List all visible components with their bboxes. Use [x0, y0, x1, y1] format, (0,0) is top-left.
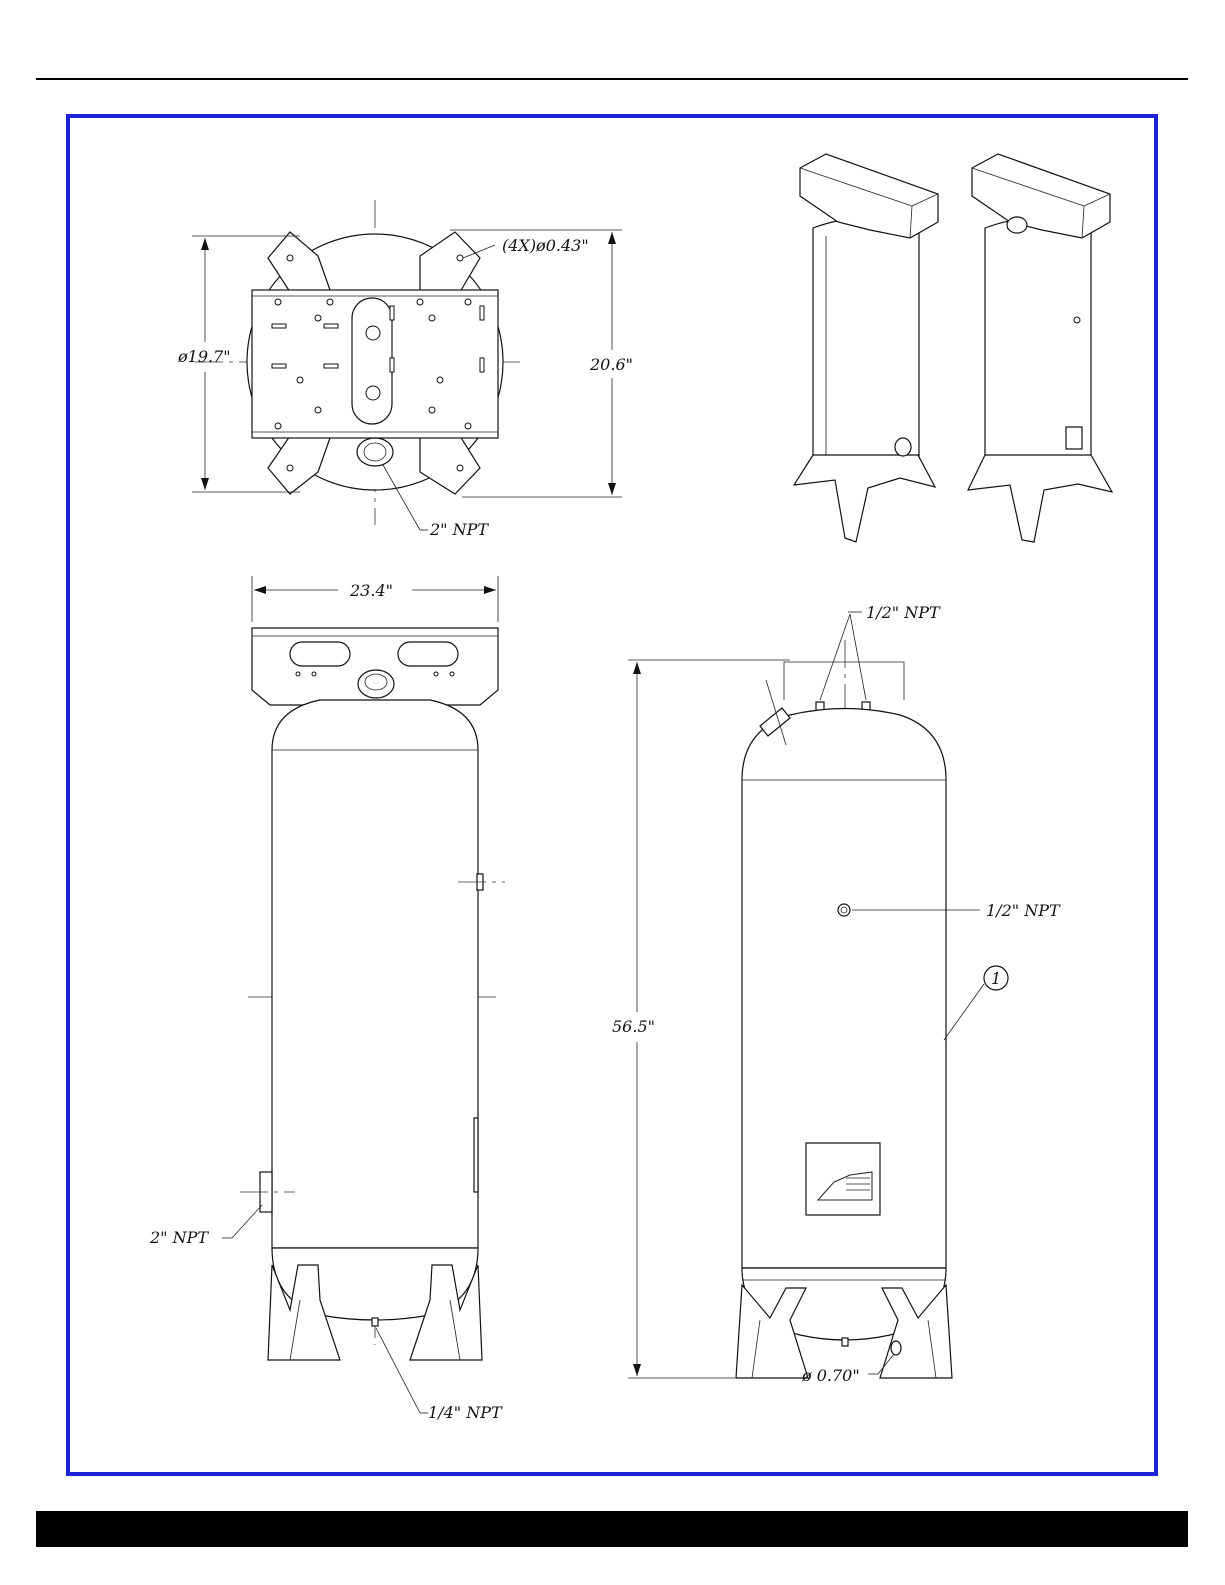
- depth-label: 20.6": [589, 355, 633, 374]
- side-view: [222, 576, 505, 1413]
- nameplate: [806, 1143, 880, 1215]
- top-ports-label: 1/2" NPT: [866, 603, 941, 622]
- diameter-label: ø19.7": [177, 347, 231, 366]
- width-label: 23.4": [349, 581, 393, 600]
- side-drain-port-label: 1/4" NPT: [428, 1403, 503, 1422]
- front-view: [628, 612, 1008, 1378]
- item-balloon-number: 1: [991, 969, 1001, 988]
- height-label: 56.5": [612, 1017, 655, 1036]
- mount-holes-label: (4X)ø0.43": [502, 236, 589, 255]
- isometric-view-left: [794, 154, 938, 542]
- side-inlet-port-label: 2" NPT: [149, 1228, 209, 1247]
- isometric-view-right: [968, 154, 1112, 542]
- side-port-label: 1/2" NPT: [986, 901, 1061, 920]
- top-drain-port-label: 2" NPT: [429, 520, 489, 539]
- foot-hole-label: ø 0.70": [801, 1366, 860, 1385]
